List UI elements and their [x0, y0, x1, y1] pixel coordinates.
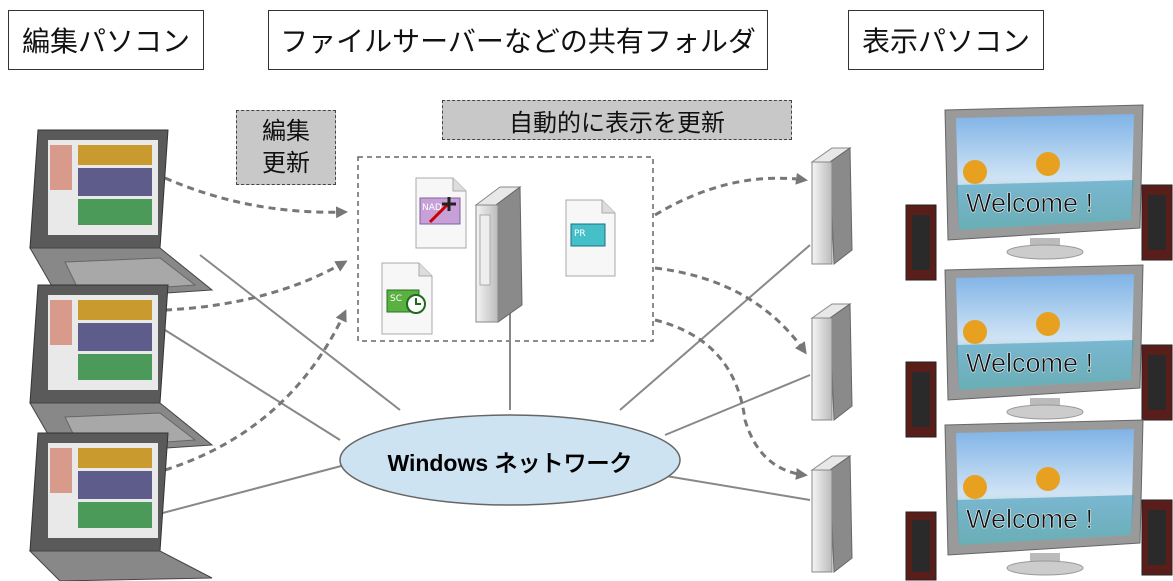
shared-server-tower [474, 186, 523, 323]
network-ellipse [339, 414, 681, 506]
file-icon-nad-label: NAD [422, 203, 442, 213]
laptop-2 [29, 284, 214, 456]
file-icon-pr: PR [565, 199, 616, 277]
monitor-3: Welcome ! [905, 419, 1173, 581]
edit-update-tag: 編集 更新 [236, 110, 336, 185]
auto-update-label: 自動的に表示を更新 [509, 108, 725, 137]
monitor-1-text: Welcome ! [966, 188, 1093, 218]
monitor-2-text: Welcome ! [966, 348, 1093, 378]
edit-update-line2: 更新 [262, 148, 310, 177]
edit-update-line1: 編集 [262, 117, 310, 146]
shared-folder-box [357, 156, 654, 342]
file-icon-pr-label: PR [574, 229, 586, 239]
header-shared-folder-label: ファイルサーバーなどの共有フォルダ [280, 25, 756, 58]
monitor-2: Welcome ! [905, 264, 1173, 438]
laptop-3 [28, 432, 213, 581]
header-shared-folder: ファイルサーバーなどの共有フォルダ [268, 10, 768, 70]
header-display-pc: 表示パソコン [848, 10, 1044, 70]
header-edit-pc: 編集パソコン [8, 10, 204, 70]
network-lines [154, 244, 811, 516]
file-icon-sc-label: SC [390, 294, 402, 304]
header-display-pc-label: 表示パソコン [861, 25, 1030, 58]
header-edit-pc-label: 編集パソコン [21, 25, 190, 58]
display-tower-3 [810, 455, 853, 573]
file-icon-nad: NAD [415, 177, 467, 249]
monitor-3-text: Welcome ! [966, 504, 1093, 534]
display-arrows [654, 172, 808, 480]
file-icon-sc: SC [381, 262, 433, 335]
network-label: Windows ネットワーク [387, 450, 633, 476]
auto-update-tag: 自動的に表示を更新 [442, 100, 792, 140]
display-tower-1 [810, 147, 853, 265]
edit-arrows [164, 176, 348, 472]
laptop-1 [29, 129, 214, 301]
display-tower-2 [810, 303, 853, 421]
monitor-1: Welcome ! [905, 104, 1173, 281]
